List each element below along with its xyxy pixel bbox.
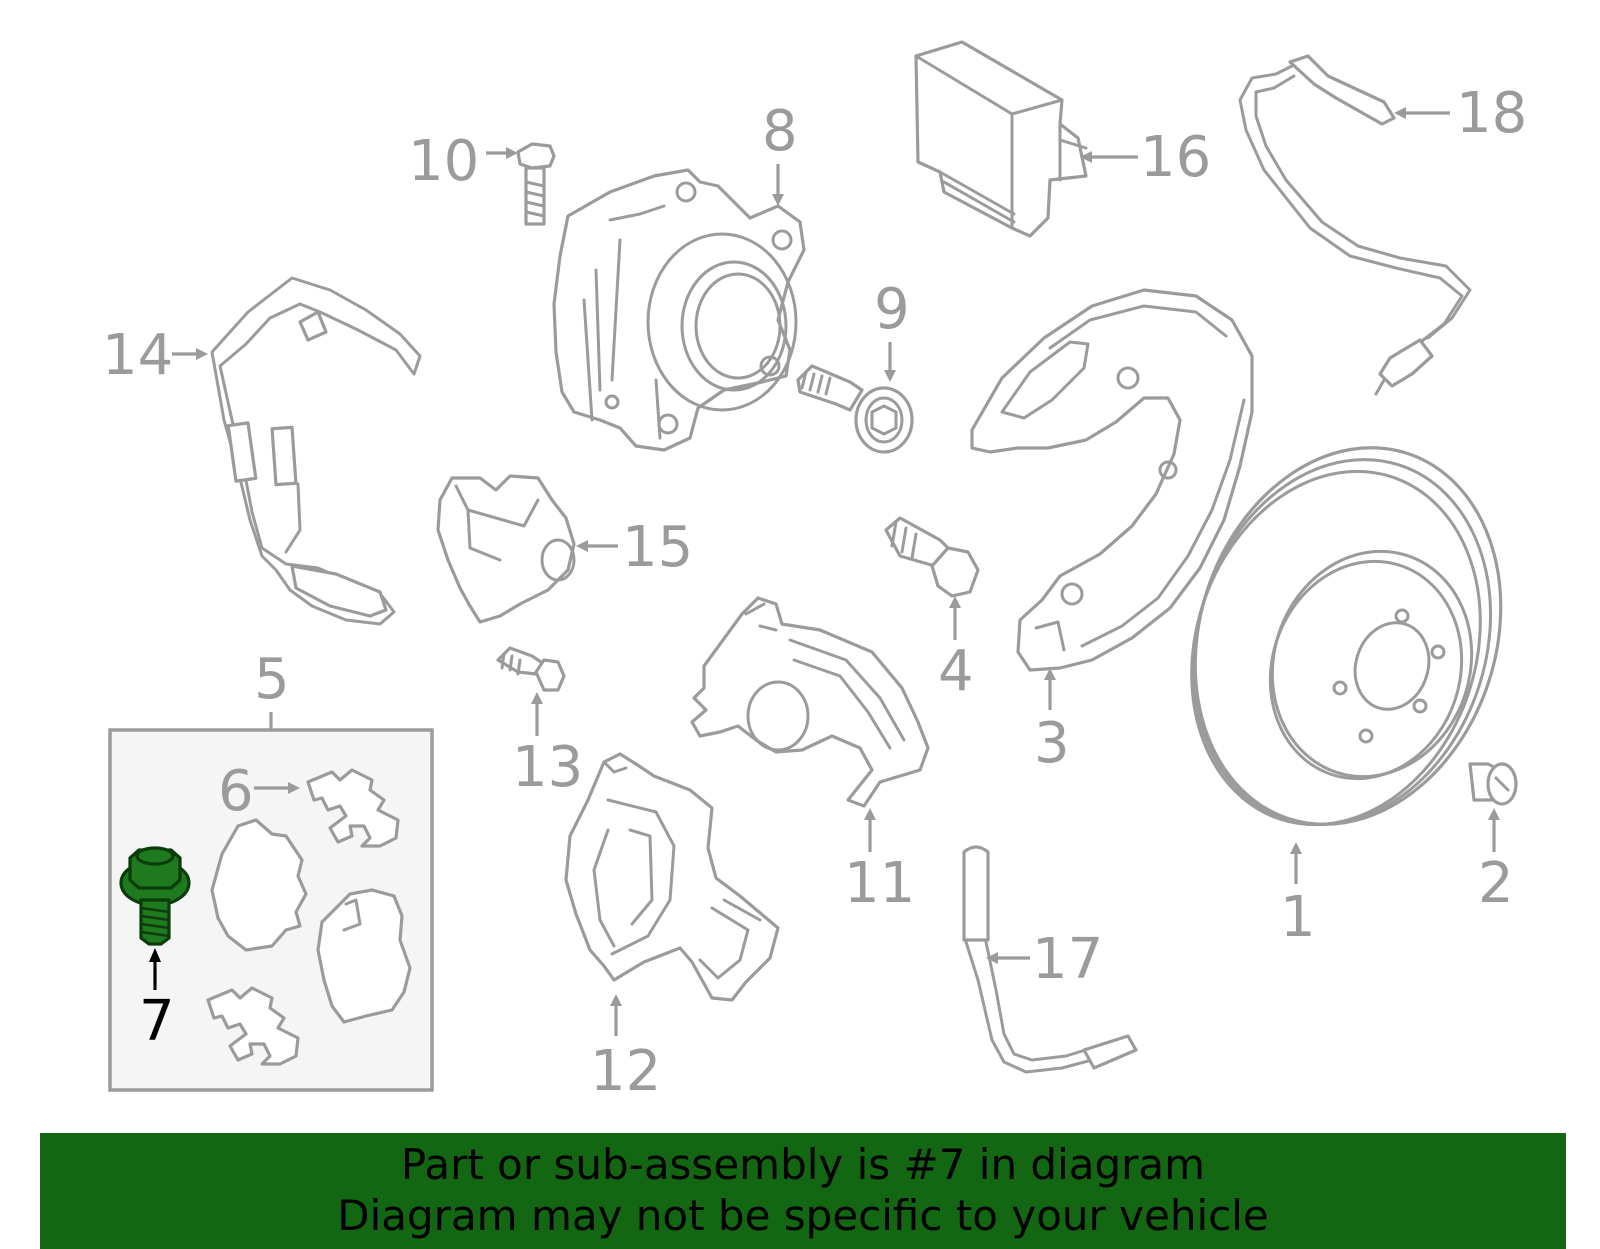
callout-18[interactable]: 18 [1456, 81, 1527, 146]
part-7-bolt-highlighted[interactable] [119, 846, 191, 946]
part-13-bolt[interactable] [496, 646, 566, 692]
part-10-bolt[interactable] [516, 142, 556, 226]
callout-2[interactable]: 2 [1478, 851, 1514, 916]
part-15-brake-caliper-actuator[interactable] [436, 474, 576, 624]
part-1-brake-rotor[interactable] [1147, 408, 1548, 865]
callout-10[interactable]: 10 [408, 129, 479, 194]
part-4-bolt[interactable] [884, 516, 980, 598]
part-8-wheel-hub[interactable] [552, 168, 806, 452]
part-6-anti-rattle-clip[interactable] [306, 768, 400, 848]
callout-7-highlighted[interactable]: 7 [139, 989, 175, 1054]
part-17-wear-sensor[interactable] [962, 845, 1138, 1074]
info-banner: Part or sub-assembly is #7 in diagram Di… [40, 1133, 1566, 1249]
brake-pad-outer[interactable] [316, 888, 412, 1024]
callout-16[interactable]: 16 [1140, 125, 1211, 190]
callout-12[interactable]: 12 [590, 1039, 661, 1104]
callout-11[interactable]: 11 [844, 851, 915, 916]
callout-3[interactable]: 3 [1034, 711, 1070, 776]
part-9-hub-bolt[interactable] [796, 364, 914, 454]
callout-9[interactable]: 9 [874, 277, 910, 342]
callout-8[interactable]: 8 [762, 99, 798, 164]
callout-1[interactable]: 1 [1280, 885, 1316, 950]
callout-13[interactable]: 13 [512, 735, 583, 800]
callout-14[interactable]: 14 [102, 323, 173, 388]
part-16-control-module[interactable] [914, 40, 1088, 238]
part-2-rotor-screw[interactable] [1468, 762, 1518, 806]
part-11-caliper-carrier[interactable] [690, 596, 930, 808]
banner-line-1: Part or sub-assembly is #7 in diagram [400, 1140, 1206, 1189]
callout-17[interactable]: 17 [1032, 927, 1103, 992]
part-14-brake-wear-sensor[interactable] [210, 276, 422, 626]
callout-15[interactable]: 15 [622, 515, 693, 580]
part-18-wheel-speed-sensor[interactable] [1238, 54, 1472, 396]
callout-4[interactable]: 4 [938, 639, 974, 704]
part-12-brake-caliper[interactable] [564, 752, 780, 1002]
banner-line-2: Diagram may not be specific to your vehi… [337, 1191, 1269, 1240]
part-6-anti-rattle-clip-lower[interactable] [206, 986, 300, 1066]
callout-6[interactable]: 6 [218, 759, 254, 824]
callouts: 10 8 16 18 9 14 15 4 3 5 [102, 81, 1527, 1104]
callout-5[interactable]: 5 [254, 647, 290, 712]
brake-pad-inner[interactable] [210, 818, 308, 952]
part-3-dust-shield[interactable] [970, 288, 1254, 672]
